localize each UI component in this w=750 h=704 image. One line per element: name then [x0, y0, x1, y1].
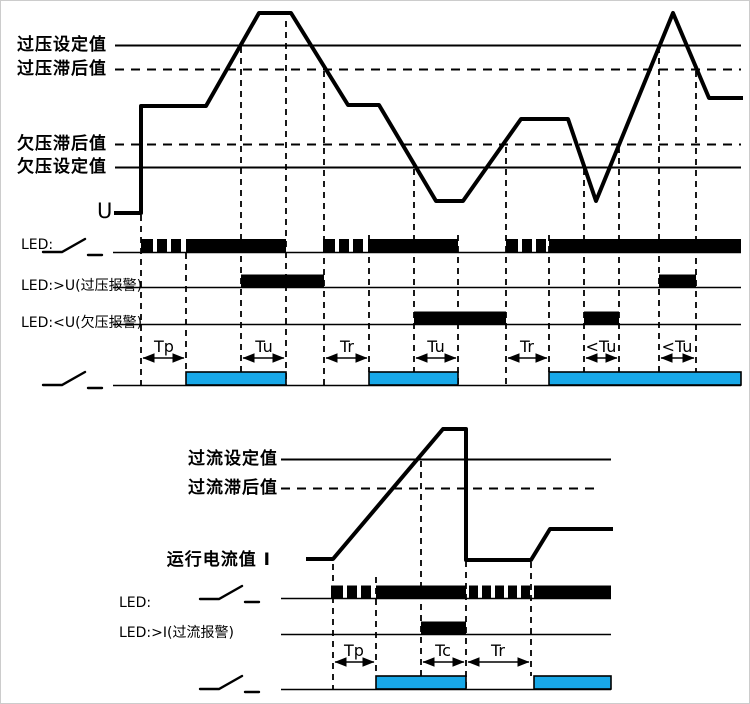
led-run-label: LED:	[119, 595, 152, 611]
led-blink-block	[171, 239, 181, 252]
timer-label-tu: Tu	[255, 337, 273, 356]
led-blink-block	[339, 239, 349, 252]
led-overvoltage-label: LED:>U(过压报警)	[21, 278, 143, 294]
undervoltage-hysteresis-label: 欠压滞后值	[17, 134, 107, 154]
undervoltage-alarm-bar	[584, 311, 619, 325]
led-blink-block	[347, 585, 357, 599]
overcurrent-alarm-bar	[421, 621, 466, 635]
led-blink-block	[521, 585, 530, 599]
timer-label-tp: Tp	[344, 641, 364, 660]
relay-switch-icon	[198, 674, 261, 694]
led-on-bar	[368, 239, 458, 252]
led-on-bar	[549, 239, 741, 252]
relay-on-bar	[375, 675, 467, 690]
timer-label-tr: Tr	[340, 337, 354, 356]
led-blink-block	[508, 585, 517, 599]
overcurrent-set-label: 过流设定值	[188, 449, 278, 469]
undervoltage-set-label: 欠压设定值	[17, 157, 107, 177]
overvoltage-alarm-bar	[241, 274, 324, 288]
led-switch-icon	[41, 237, 104, 257]
led-blink-block	[506, 239, 518, 252]
timer-label-tu: Tu	[427, 337, 445, 356]
relay-on-bar	[368, 371, 459, 386]
led-overvoltage-bars	[241, 274, 696, 288]
current-diagram	[198, 427, 613, 694]
timer-label-tr: Tr	[520, 337, 534, 356]
overvoltage-set-label: 过压设定值	[17, 35, 107, 55]
led-run-bars	[331, 585, 611, 599]
running-current-label: 运行电流值 I	[166, 550, 271, 570]
led-blink-block	[522, 239, 532, 252]
led-undervoltage-label: LED:<U(欠压报警)	[21, 315, 143, 331]
overcurrent-hysteresis-label: 过流滞后值	[188, 478, 278, 498]
timer-label-tc: Tc	[435, 641, 451, 660]
relay-on-bar	[548, 371, 742, 386]
voltage-diagram	[41, 11, 743, 390]
led-on-bar	[534, 585, 611, 599]
led-blink-block	[361, 585, 371, 599]
led-blink-block	[469, 585, 478, 599]
led-overcurrent-label: LED:>I(过流报警)	[119, 625, 234, 641]
led-blink-block	[536, 239, 546, 252]
current-waveform	[306, 427, 613, 562]
relay-on-bars	[375, 675, 612, 690]
led-run-bars	[141, 239, 741, 252]
led-on-bar	[376, 585, 466, 599]
led-blink-block	[482, 585, 491, 599]
voltage-axis-label: U	[97, 199, 113, 223]
led-blink-block	[141, 239, 153, 252]
relay-on-bar	[533, 675, 612, 690]
voltage-waveform	[114, 11, 743, 215]
relay-switch-icon	[41, 370, 104, 390]
undervoltage-alarm-bar	[414, 311, 506, 325]
led-blink-block	[495, 585, 504, 599]
led-run-label: LED:	[21, 237, 54, 253]
led-blink-block	[331, 585, 343, 599]
led-undervoltage-bars	[414, 311, 619, 325]
timer-label-lt-tu: <Tu	[585, 337, 617, 356]
relay-on-bars	[185, 371, 742, 386]
led-on-bar	[186, 239, 286, 252]
timer-label-tp: Tp	[154, 337, 174, 356]
timer-label-lt-tu: <Tu	[661, 337, 693, 356]
overvoltage-alarm-bar	[659, 274, 696, 288]
timer-label-tr: Tr	[491, 641, 505, 660]
led-overcurrent-bars	[421, 621, 466, 635]
relay-on-bar	[185, 371, 287, 386]
overvoltage-hysteresis-label: 过压滞后值	[17, 59, 107, 79]
led-switch-icon	[198, 584, 261, 604]
voltage-event-gridlines	[140, 21, 697, 385]
led-blink-block	[323, 239, 335, 252]
led-blink-block	[353, 239, 363, 252]
led-blink-block	[157, 239, 167, 252]
